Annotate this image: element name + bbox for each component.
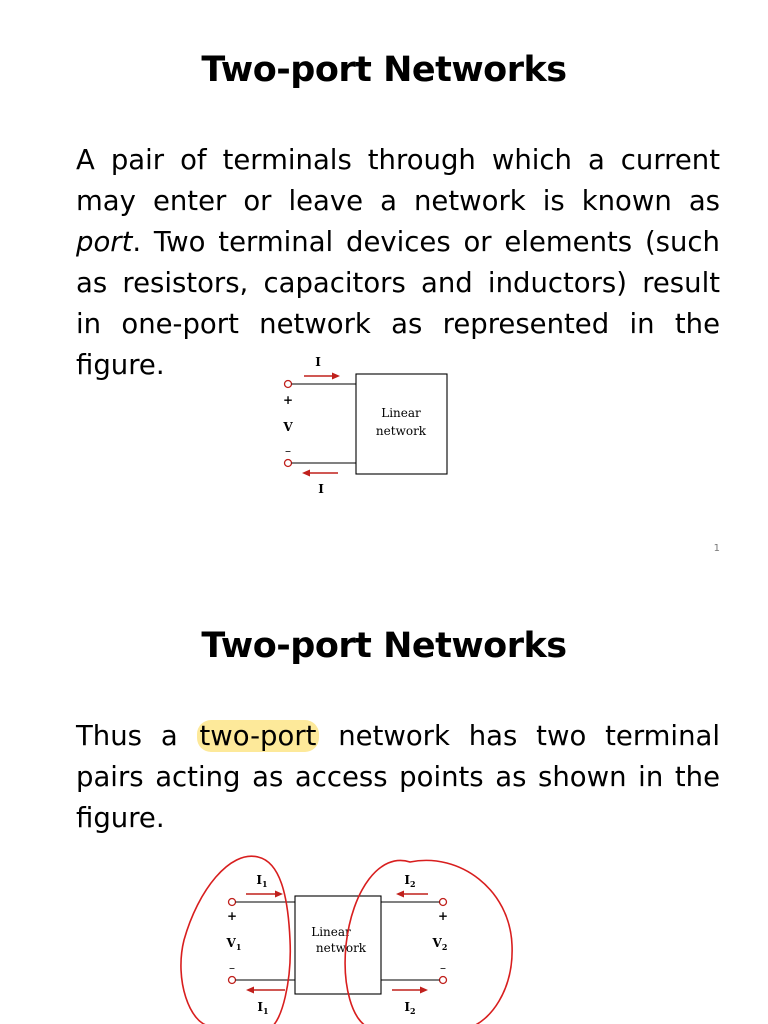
paragraph-text: . Two terminal devices or elements (such… [76,226,720,381]
paragraph-italic-term: port [76,226,133,258]
terminal-right-top [438,897,448,907]
ink-annotation-right-port [344,859,513,1024]
highlighted-term: two-port [196,720,320,752]
two-port-network-figure: Linear network I1 + V1 – I1 I2 + V2 – I2 [180,855,513,1024]
ink-annotation-left-port [180,855,292,1024]
slide-2: Two-port Networks Thus a two-port networ… [0,576,768,1024]
box-label-line2: network [376,424,427,438]
slide-paragraph: A pair of terminals through which a curr… [76,140,720,386]
voltage-label: V [282,420,293,434]
plus-sign-right: + [438,909,448,923]
linear-network-box [355,373,448,475]
linear-network-box [294,895,382,995]
terminal-left-top [227,897,237,907]
current-label-bottom: I [318,482,324,496]
one-port-network-figure: I Linear network + V – I [282,355,448,496]
current-label-top: I [315,355,321,369]
box-label-line1: Linear [311,925,351,939]
minus-sign-right: – [440,961,446,975]
paragraph-text: network has two terminal pairs acting as… [76,720,720,834]
slide-title: Two-port Networks [201,626,567,666]
terminal-right-bottom [438,975,448,985]
slide-paragraph: Thus a two-port network has two terminal… [76,716,720,839]
paragraph-text: A pair of terminals through which a curr… [76,144,720,217]
current-label-i2-bottom: I2 [404,1000,415,1016]
terminal-top [283,379,293,389]
plus-sign: + [283,393,293,407]
arrowhead-icon [396,890,404,898]
page-number: 1 [713,543,720,554]
slide-title: Two-port Networks [201,50,567,90]
slide-1: Two-port Networks A pair of terminals th… [76,50,720,554]
voltage-label-v1: V1 [226,936,242,952]
box-label-line2: network [316,941,367,955]
voltage-label-v2: V2 [432,936,448,952]
terminal-left-bottom [227,975,237,985]
plus-sign-left: + [227,909,237,923]
current-label-i2-top: I2 [404,873,415,889]
arrowhead-icon [275,890,283,898]
minus-sign: – [285,444,291,458]
current-label-i1-top: I1 [256,873,267,889]
terminal-bottom [283,458,293,468]
minus-sign-left: – [229,961,235,975]
box-label-line1: Linear [381,406,421,420]
arrowhead-icon [246,986,254,994]
arrowhead-icon [420,986,428,994]
arrowhead-icon [332,372,340,380]
current-label-i1-bottom: I1 [257,1000,268,1016]
arrowhead-icon [302,469,310,477]
paragraph-text: Thus a [76,720,197,752]
